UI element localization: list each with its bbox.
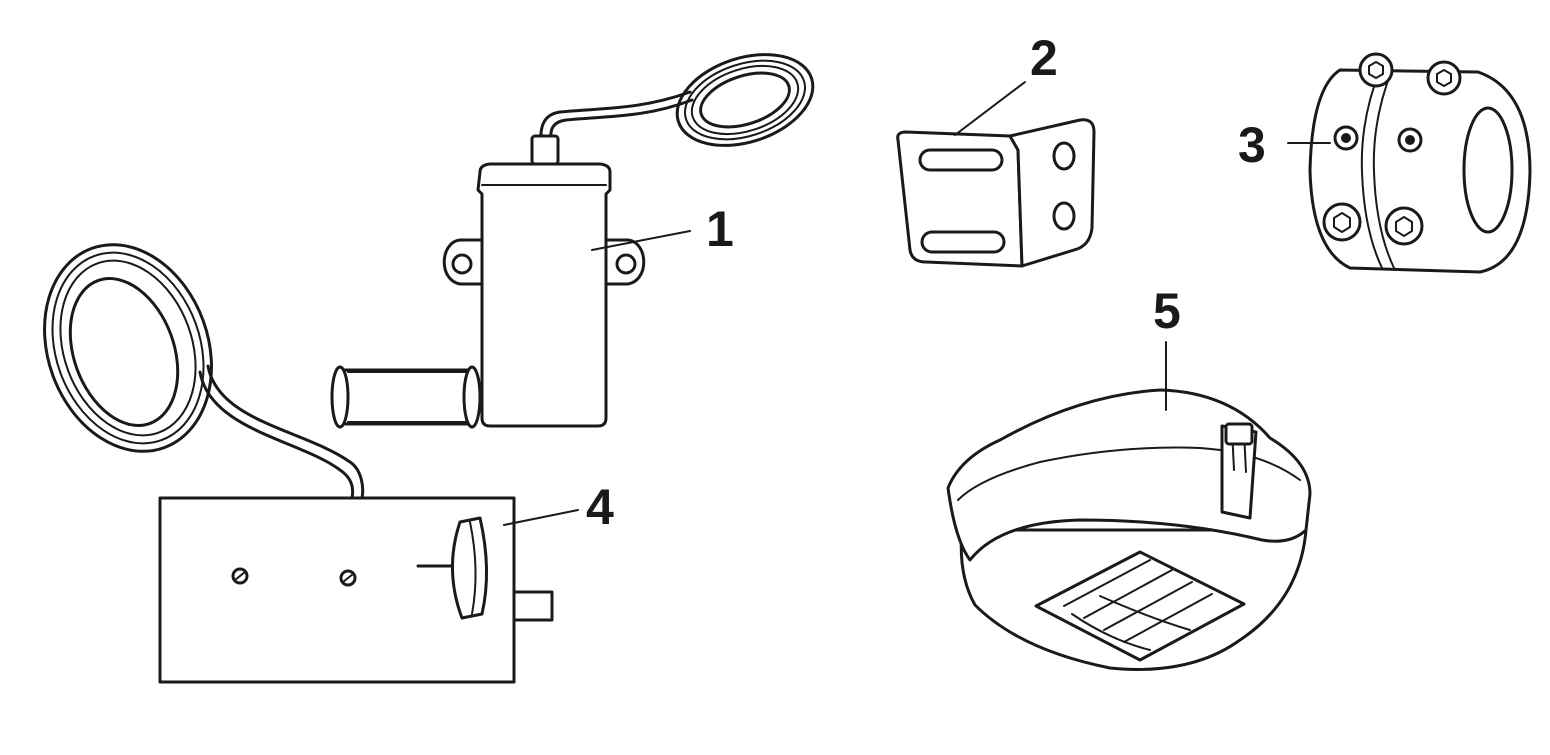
part-4-adjustment-dial [416,516,488,620]
part-4-cable-coil [43,243,365,500]
part-2-hole-upper [1052,141,1076,171]
part-1-body [476,162,612,428]
part-1-sensor-unit [330,53,815,429]
part-4-control-box [43,243,579,684]
part-5-dome-cover [946,341,1312,671]
part-4-leader-line [503,509,579,526]
part-4-side-connector [512,590,554,622]
part-1-connector [530,134,560,166]
part-2-hole-lower [1052,201,1076,231]
part-1-cylinder [330,365,482,429]
part-4-number: 4 [586,479,614,535]
part-1-number: 1 [706,201,734,257]
part-3-screw-heads [1322,52,1462,246]
part-1-cable-coil [539,53,815,147]
part-5-strap-clip [1220,422,1258,520]
part-2-bracket [896,81,1096,268]
part-3-shaft-collar [1287,52,1532,274]
part-5-number: 5 [1153,283,1181,339]
part-5-strap [946,388,1312,562]
part-1-leader-line [591,230,691,251]
part-5-vent-grille [1034,550,1246,662]
part-2-slot-lower [920,230,1006,254]
part-3-number: 3 [1238,117,1266,173]
part-2-leader-line [954,81,1026,136]
part-2-right-plate [1008,118,1096,268]
part-2-number: 2 [1030,30,1058,86]
part-2-slot-upper [918,148,1004,172]
part-3-bore [1462,106,1514,234]
